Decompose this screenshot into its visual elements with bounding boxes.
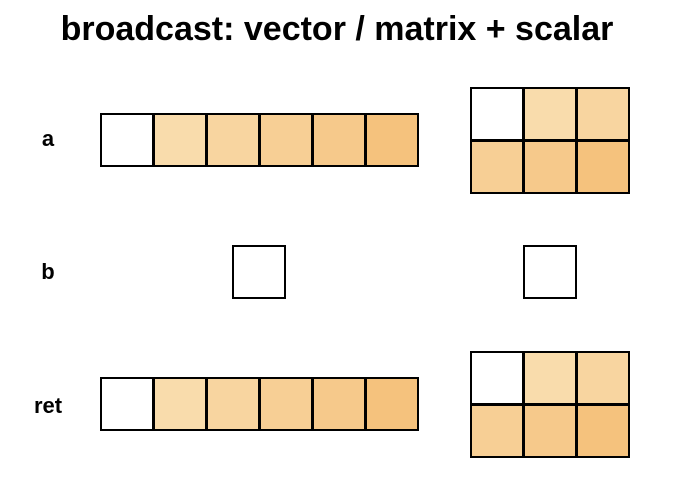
a-vector-cell-5 (312, 113, 366, 167)
a-matrix-cell-1 (470, 87, 524, 141)
ret-matrix-cell-6 (576, 404, 630, 458)
ret-vector-cell-5 (312, 377, 366, 431)
diagram-title: broadcast: vector / matrix + scalar (60, 10, 614, 48)
a-vector-cell-3 (206, 113, 260, 167)
a-matrix-cell-6 (576, 140, 630, 194)
a-matrix-cell-4 (470, 140, 524, 194)
row-label-ret: ret (33, 393, 63, 418)
ret-vector-cell-1 (100, 377, 154, 431)
ret-matrix (470, 351, 630, 458)
row-label-b: b (41, 259, 55, 284)
a-vector-cell-4 (259, 113, 313, 167)
ret-vector-cell-2 (153, 377, 207, 431)
row-label-a: a (41, 126, 55, 151)
ret-matrix-cell-2 (523, 351, 577, 405)
a-matrix-cell-3 (576, 87, 630, 141)
b-scalar-under-matrix (523, 245, 577, 299)
a-matrix-cell-2 (523, 87, 577, 141)
ret-matrix-cell-4 (470, 404, 524, 458)
ret-vector-cell-6 (365, 377, 419, 431)
a-vector-cell-2 (153, 113, 207, 167)
b-scalar-under-vector-cell-1 (232, 245, 286, 299)
ret-matrix-cell-3 (576, 351, 630, 405)
a-vector (100, 113, 419, 167)
ret-vector-cell-4 (259, 377, 313, 431)
b-scalar-under-matrix-cell-1 (523, 245, 577, 299)
a-vector-cell-6 (365, 113, 419, 167)
a-matrix (470, 87, 630, 194)
ret-matrix-cell-1 (470, 351, 524, 405)
a-vector-cell-1 (100, 113, 154, 167)
a-matrix-cell-5 (523, 140, 577, 194)
ret-vector (100, 377, 419, 431)
b-scalar-under-vector (232, 245, 286, 299)
ret-matrix-cell-5 (523, 404, 577, 458)
ret-vector-cell-3 (206, 377, 260, 431)
